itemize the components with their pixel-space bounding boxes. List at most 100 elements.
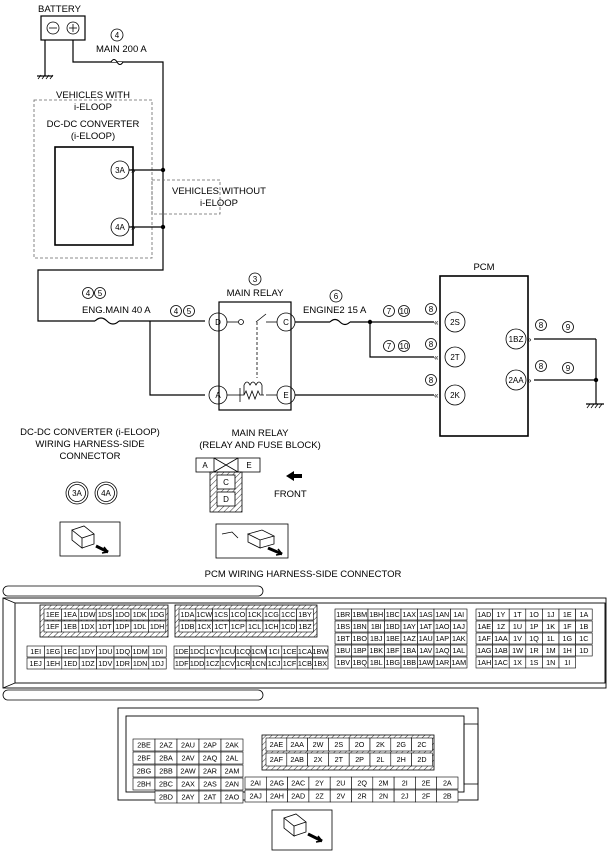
pin-label: 1DK [133,610,147,619]
pin-label: 1H [563,646,572,655]
svg-text:C: C [223,478,229,487]
pin-label: 2N [379,792,388,801]
pin-label: 1DP [115,622,129,631]
svg-text:»: » [527,335,532,344]
pin-label: 1BY [298,610,312,619]
pin-label: 1BD [386,622,400,631]
pin-label: 1DH [150,622,164,631]
engmain-fuse-label: ENG.MAIN 40 A [82,305,151,316]
engmain-fuse-icon [94,317,120,325]
pin-label: 1BM [352,610,367,619]
pin-label: 1EJ [30,659,43,668]
pin-label: 2AX [181,780,195,789]
pin-label: 1CL [248,622,261,631]
svg-text:VEHICLES WITHOUT: VEHICLES WITHOUT [172,186,266,197]
svg-text:D: D [223,495,229,504]
eloop-option-box [33,99,153,259]
pin-label: 1DE [175,647,189,656]
svg-text:5: 5 [98,289,103,298]
pin-label: 1P [530,622,539,631]
main200-fuse-label: MAIN 200 A [96,44,147,55]
pin-label: 2F [422,792,431,801]
pin-label: 1EH [46,659,60,668]
battery: BATTERY [37,4,86,80]
pin-label: 2AE [270,740,284,749]
svg-text:E: E [246,461,251,470]
connector-view-icon-3 [271,809,333,851]
pin-label: 1AO [435,622,450,631]
pin-cell [436,776,459,790]
pin-label: 1CS [214,610,228,619]
pin-label: 2AJ [249,792,262,801]
pin-label: 2AR [203,767,217,776]
pin-label: 2AS [203,780,217,789]
pin-label: 1C [579,634,588,643]
pin-label: 1DA [180,610,194,619]
pin-label: 2Q [357,779,367,788]
main200-fuse-icon [110,58,124,66]
pin-label: 1L [547,634,555,643]
pin-label: 2AK [225,741,239,750]
pin-label: 2X [314,755,323,764]
svg-text:4A: 4A [115,223,125,232]
pin-cell [312,657,329,670]
pin-label: 1DZ [81,659,95,668]
pin-label: 1BC [386,610,400,619]
pin-label: 1AT [419,622,432,631]
pin-label: 1BT [337,634,351,643]
pin-label: 1DB [180,622,194,631]
pin-cell [575,608,593,621]
pin-label: 1DJ [151,659,164,668]
pin-label: 1AD [477,610,491,619]
pin-label: 2K [376,740,385,749]
pin-label: 1BU [336,646,350,655]
pin-label: 1O [529,610,539,619]
pin-label: 1BO [353,634,368,643]
pin-label: 1S [530,658,539,667]
pin-label: 1DR [116,659,130,668]
svg-text:2AA: 2AA [508,376,524,385]
pin-label: 1CY [206,647,220,656]
svg-text:9: 9 [566,364,571,373]
pin-label: 2C [417,740,426,749]
pin-label: 1R [529,646,538,655]
pin-label: 2AB [290,755,304,764]
pin-label: 1DX [81,622,95,631]
pin-label: 1DW [80,610,96,619]
pin-label: 2E [422,779,431,788]
pin-label: 1CE [283,647,297,656]
svg-text:3A: 3A [115,166,125,175]
svg-text:»: » [527,376,532,385]
svg-text:6: 6 [334,292,339,301]
pin-label: 1D [579,646,588,655]
svg-text:8: 8 [429,305,434,314]
svg-text:8: 8 [429,340,434,349]
pin-label: 1T [513,610,522,619]
pin-label: 2AF [270,755,284,764]
pin-label: 1CO [230,610,245,619]
pin-cell [558,656,576,669]
relay-coil-icon [243,381,263,386]
pin-label: 2AH [270,792,284,801]
pin-cell [296,608,314,621]
svg-text:C: C [283,318,289,327]
pin-label: 2P [355,755,364,764]
pin-label: 1CG [264,610,279,619]
pin-cell [312,645,329,658]
pin-label: 1DN [133,659,147,668]
pin-label: 1AN [435,610,449,619]
pin-cell [220,777,244,791]
pin-cell [220,738,244,752]
pin-label: 2W [313,740,324,749]
pin-cell [148,620,167,633]
pin-label: 1DU [98,647,112,656]
svg-text:«: « [434,353,439,362]
pcm-pin-2k [444,384,466,406]
svg-text:7: 7 [387,307,392,316]
pin-label: 1BJ [370,634,383,643]
pin-label: 2Y [315,779,324,788]
pin-label: 1CH [264,622,278,631]
pin-label: 1BG [386,658,401,667]
pin-label: 1AB [494,646,508,655]
